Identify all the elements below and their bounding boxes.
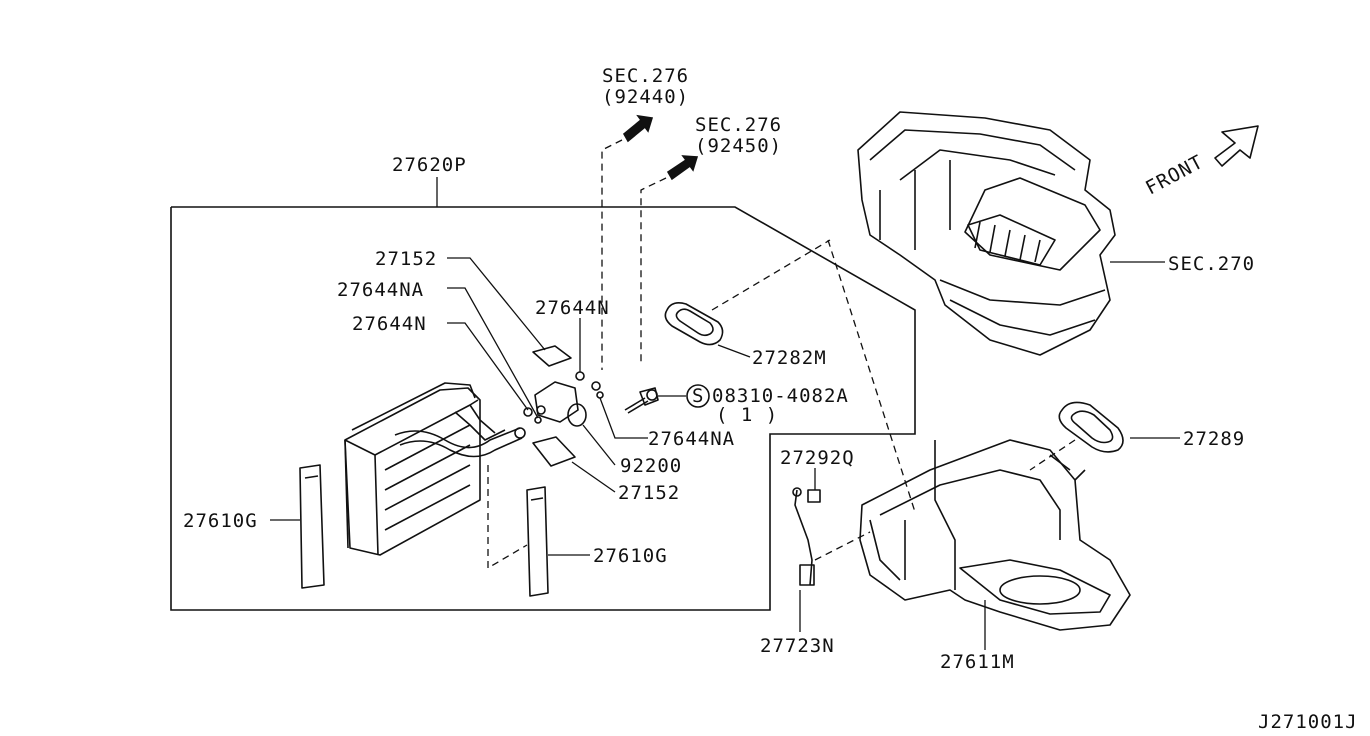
front-arrow [1214, 125, 1259, 167]
leader-27644N-left [447, 322, 529, 411]
lower-case-27611M [859, 439, 1131, 631]
hvac-case-sec270 [857, 111, 1116, 356]
sec276-a-arrow [622, 114, 654, 143]
label-27644NA-top: 27644NA [337, 279, 424, 301]
label-screw-symbol: S [692, 385, 704, 407]
dashed-harness [814, 531, 871, 561]
label-sec276-a-ref: (92440) [602, 86, 689, 108]
seal-27610G-left [299, 464, 325, 589]
label-27611M: 27611M [940, 651, 1015, 673]
label-front: FRONT [1142, 151, 1207, 200]
dashed-core-to-case [827, 239, 916, 513]
leader-27644NA-bottom [599, 397, 648, 439]
label-sec276-a: SEC.276 [602, 65, 689, 87]
leader-27152-top [447, 257, 546, 351]
gasket-27289 [1058, 401, 1124, 453]
label-27610G-right: 27610G [593, 545, 668, 567]
bolt-08310 [624, 387, 659, 414]
label-27282M: 27282M [752, 347, 827, 369]
seal-27610G-right [526, 486, 549, 597]
sec276-b-arrow [666, 155, 699, 181]
leader-27282M [717, 344, 751, 358]
label-sec270: SEC.270 [1168, 253, 1255, 275]
dashed-27289 [1029, 439, 1076, 471]
gasket-27282M [664, 302, 724, 346]
label-27152-bottom: 27152 [618, 482, 680, 504]
label-27644N-mid: 27644N [535, 297, 610, 319]
dashed-route-92450 [640, 177, 667, 365]
label-27644NA-bottom: 27644NA [648, 428, 735, 450]
label-08310: 08310-4082A [712, 385, 849, 407]
screw-symbol-circle [686, 384, 710, 408]
leader-27152-bottom [571, 461, 616, 493]
label-27620P: 27620P [392, 154, 467, 176]
dashed-27282M [711, 239, 831, 311]
label-27610G-left: 27610G [183, 510, 258, 532]
label-27644N-left: 27644N [352, 313, 427, 335]
label-27723N: 27723N [760, 635, 835, 657]
diagram-id: J271001J [1258, 711, 1358, 733]
expansion-valve-92200 [534, 371, 601, 427]
o-ring-27644N [523, 407, 533, 417]
dashed-route-92440 [601, 139, 623, 370]
assembly-frame [170, 206, 916, 611]
leader-27644NA-top [447, 287, 539, 419]
label-92200: 92200 [620, 455, 682, 477]
label-27292Q: 27292Q [780, 447, 855, 469]
label-sec276-b: SEC.276 [695, 114, 782, 136]
harness-27723N [792, 487, 821, 586]
leader-92200 [582, 424, 616, 466]
insulator-27152-bottom [532, 436, 576, 467]
evaporator-core [344, 382, 526, 556]
label-08310-qty: ( 1 ) [716, 404, 778, 426]
label-27289: 27289 [1183, 428, 1245, 450]
insulator-27152-top [532, 345, 572, 367]
o-ring-27644NA-bottom [596, 391, 604, 399]
dashed-core-seal [487, 465, 528, 570]
label-sec276-b-ref: (92450) [695, 135, 782, 157]
label-27152-top: 27152 [375, 248, 437, 270]
